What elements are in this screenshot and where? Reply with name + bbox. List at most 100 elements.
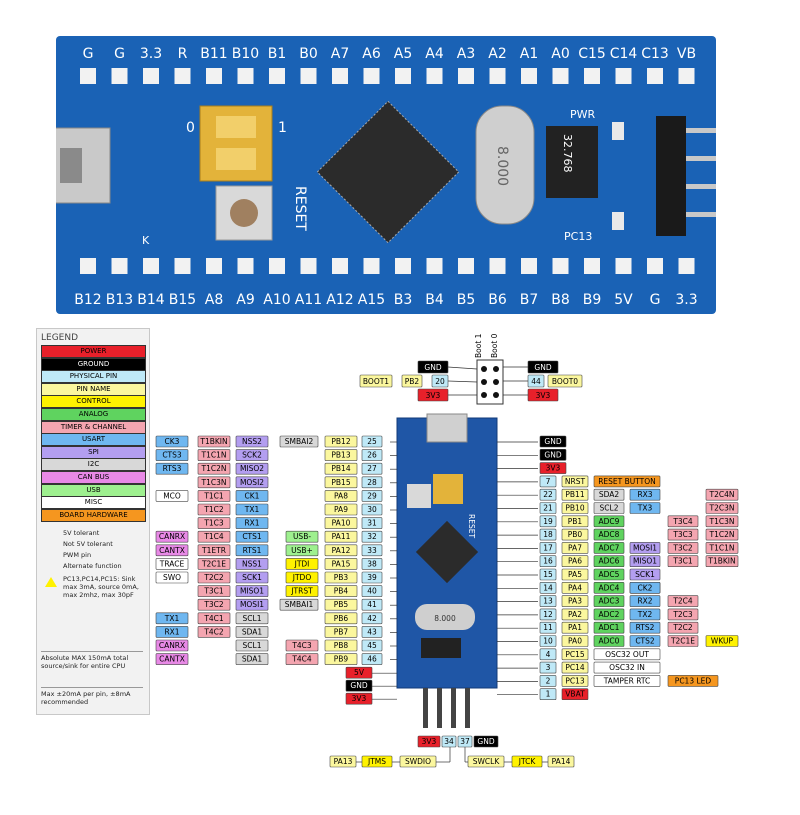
right-timer-2: T1C3N	[705, 515, 739, 528]
left-func-1: RTS1	[235, 544, 269, 557]
pin-hole	[647, 258, 663, 274]
top-pin-label: B11	[200, 46, 227, 62]
svg-text:RTS2: RTS2	[636, 623, 655, 632]
left-func-3: CANTX	[155, 544, 189, 557]
svg-text:PB9: PB9	[334, 655, 349, 664]
bottom-pin-label: 3.3	[675, 292, 697, 308]
right-timer-1: T3C1	[667, 555, 699, 567]
svg-text:GND: GND	[534, 363, 551, 372]
left-timer-channel: T4C1	[197, 612, 231, 625]
svg-text:28: 28	[367, 478, 377, 487]
top-pin-label: A0	[551, 46, 569, 62]
svg-text:RX1: RX1	[244, 519, 259, 528]
left-func-1: SCL1	[235, 612, 269, 625]
board-swd-pin	[423, 688, 428, 728]
svg-text:MOSI1: MOSI1	[240, 600, 264, 609]
right-phys-pin: 13	[539, 595, 557, 607]
svg-text:SDA1: SDA1	[242, 627, 263, 636]
pin-hole	[269, 68, 285, 84]
rtc-crystal	[546, 126, 598, 198]
svg-text:NSS1: NSS1	[242, 559, 262, 568]
left-func-1: TX1	[235, 503, 269, 516]
legend-item: TIMER & CHANNEL	[41, 420, 146, 434]
svg-text:PB8: PB8	[334, 641, 349, 650]
right-timer-1: T2C4	[667, 595, 699, 607]
pin-hole	[332, 68, 348, 84]
left-usb-func: USB+	[285, 544, 319, 557]
legend-item: CAN BUS	[41, 471, 146, 484]
board-swd-pin	[451, 688, 456, 728]
right-timer-1: T3C4	[667, 515, 699, 528]
left-phys-pin: 31	[361, 517, 383, 529]
bottom-pin-label: G	[650, 292, 661, 308]
swd-header	[656, 116, 686, 236]
swd-header-pins	[686, 128, 716, 217]
swd-jtms: JTMS	[361, 755, 393, 768]
svg-text:CK2: CK2	[638, 583, 653, 592]
left-phys-pin: 29	[361, 490, 383, 502]
svg-text:CTS3: CTS3	[162, 451, 182, 460]
left-func-3: CANTX	[155, 653, 189, 665]
pin-hole	[363, 68, 380, 84]
svg-text:T1C3: T1C3	[203, 519, 224, 528]
svg-text:SWO: SWO	[163, 573, 181, 582]
legend-note: 5V tolerant	[63, 529, 100, 537]
svg-text:T1ETR: T1ETR	[201, 546, 226, 555]
left-pin-name: PB15	[324, 476, 358, 489]
right-board-hw: PC13 LED	[667, 675, 719, 687]
svg-text:3V3: 3V3	[422, 737, 437, 746]
svg-text:RESET BUTTON: RESET BUTTON	[598, 477, 656, 486]
svg-text:TAMPER RTC: TAMPER RTC	[603, 676, 651, 685]
bottom-pin-label: B8	[551, 292, 570, 308]
left-phys-pin: 43	[361, 626, 383, 638]
svg-text:CANTX: CANTX	[159, 546, 185, 555]
right-pin-name: PA2	[561, 608, 589, 621]
pin-hole	[552, 258, 569, 274]
pin-hole	[426, 68, 443, 84]
svg-text:PB0: PB0	[568, 530, 583, 539]
pin-hole	[584, 258, 600, 274]
svg-text:GND: GND	[544, 437, 561, 446]
left-pin-name: PB4	[324, 585, 358, 597]
boot-right-3v3: 3V3	[527, 388, 559, 402]
pin-hole	[174, 68, 191, 84]
pin-hole	[584, 68, 600, 84]
left-func-1: CK1	[235, 490, 269, 502]
right-adc-func: ADC9	[593, 515, 625, 528]
right-timer-2: T1C2N	[705, 528, 739, 541]
pwr-led	[612, 122, 624, 140]
right-phys-pin: 16	[539, 555, 557, 567]
left-pin-name: PB7	[324, 626, 358, 638]
left-func-1: SCK2	[235, 449, 269, 461]
top-pin-label: A2	[488, 46, 506, 62]
pin-hole	[521, 258, 537, 274]
svg-text:25: 25	[367, 437, 377, 446]
right-timer-2: T2C3N	[705, 502, 739, 514]
svg-text:T2C4: T2C4	[672, 597, 693, 606]
top-pin-label: A4	[425, 46, 444, 62]
svg-text:PB12: PB12	[331, 437, 350, 446]
left-pin-name: PA8	[324, 490, 358, 502]
swd-pin-37: 37	[457, 735, 473, 748]
svg-text:3V3: 3V3	[352, 694, 367, 703]
pin-hole	[300, 68, 317, 84]
svg-text:20: 20	[435, 377, 445, 386]
svg-text:T4C2: T4C2	[203, 627, 224, 636]
reset-button-cap	[230, 199, 258, 227]
boot1-label: Boot 1	[474, 333, 483, 358]
svg-text:T2C2: T2C2	[203, 573, 224, 582]
right-usart-func: TX3	[629, 502, 661, 514]
board-reset-label: RESET	[467, 514, 476, 538]
left-func-1: MOSI1	[235, 598, 269, 611]
left-func-3: CANRX	[155, 639, 189, 652]
svg-text:TX3: TX3	[637, 504, 653, 513]
right-misc-func: OSC32 IN	[593, 661, 661, 674]
pin-hole	[489, 68, 506, 84]
top-pin-label: C13	[641, 46, 669, 62]
left-pin-name: PA10	[324, 517, 358, 529]
legend-item: CONTROL	[41, 395, 146, 409]
svg-text:PB11: PB11	[565, 490, 584, 499]
board-usb	[426, 413, 468, 443]
right-usart-func: RTS2	[629, 621, 661, 634]
